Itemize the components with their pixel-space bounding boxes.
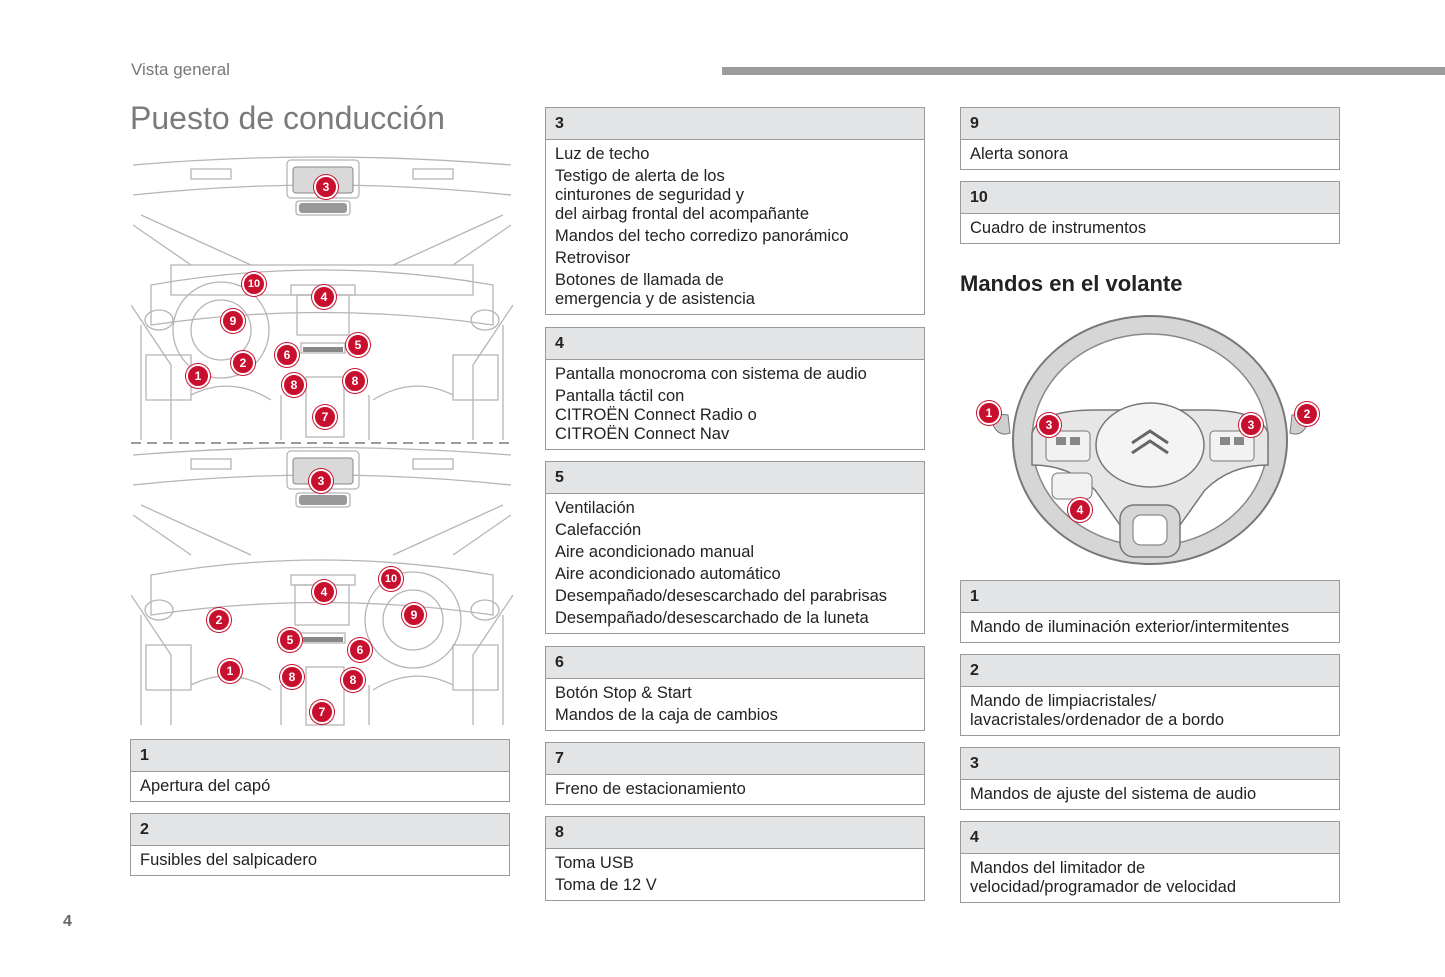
section-heading: Mandos en el volante bbox=[960, 271, 1183, 296]
marker-3: 3 bbox=[314, 175, 338, 199]
legend-box-number: 2 bbox=[961, 655, 1339, 687]
legend-box-5: 5 Ventilación Calefacción Aire acondicio… bbox=[545, 461, 925, 634]
marker-1: 1 bbox=[218, 659, 242, 683]
legend-box-3: 3 Luz de techo Testigo de alerta de los … bbox=[545, 107, 925, 315]
section-label: Vista general bbox=[131, 60, 230, 79]
legend-item: Luz de techo bbox=[555, 145, 650, 163]
legend-item: Mandos del techo corredizo panorámico bbox=[555, 227, 849, 245]
legend-box-1: 1 Apertura del capó bbox=[130, 739, 510, 802]
legend-item: Botones de llamada de emergencia y de as… bbox=[555, 271, 755, 308]
legend-item: Mandos de ajuste del sistema de audio bbox=[970, 785, 1257, 803]
marker-5: 5 bbox=[346, 333, 370, 357]
wheel-marker-2: 2 bbox=[1295, 402, 1319, 426]
page-number: 4 bbox=[63, 913, 72, 930]
header-bar bbox=[722, 67, 1445, 75]
legend-item: Pantalla monocroma con sistema de audio bbox=[555, 365, 867, 383]
marker-1: 1 bbox=[186, 364, 210, 388]
legend-box-8: 8 Toma USB Toma de 12 V bbox=[545, 816, 925, 901]
wheel-legend-box-1: 1 Mando de iluminación exterior/intermit… bbox=[960, 580, 1340, 643]
marker-9: 9 bbox=[221, 309, 245, 333]
legend-item: Toma de 12 V bbox=[555, 876, 657, 894]
marker-10: 10 bbox=[242, 272, 266, 296]
legend-item: Mandos de la caja de cambios bbox=[555, 706, 778, 724]
legend-box-2: 2 Fusibles del salpicadero bbox=[130, 813, 510, 876]
legend-item: Desempañado/desescarchado del parabrisas bbox=[555, 587, 888, 605]
marker-2: 2 bbox=[231, 351, 255, 375]
legend-box-number: 10 bbox=[961, 182, 1339, 214]
wheel-marker-3-right: 3 bbox=[1239, 413, 1263, 437]
legend-item: Pantalla táctil con CITROËN Connect Radi… bbox=[555, 387, 757, 443]
page-title: Puesto de conducción bbox=[130, 100, 445, 136]
steering-wheel-illustration bbox=[987, 315, 1313, 565]
legend-box-number: 7 bbox=[546, 743, 924, 775]
marker-6: 6 bbox=[275, 343, 299, 367]
legend-item: Apertura del capó bbox=[140, 777, 271, 795]
wheel-marker-4: 4 bbox=[1068, 498, 1092, 522]
marker-9: 9 bbox=[402, 603, 426, 627]
marker-8-right: 8 bbox=[343, 369, 367, 393]
legend-item: Aire acondicionado automático bbox=[555, 565, 781, 583]
marker-4: 4 bbox=[312, 580, 336, 604]
legend-box-7: 7 Freno de estacionamiento bbox=[545, 742, 925, 805]
legend-item: Mando de iluminación exterior/intermiten… bbox=[970, 618, 1290, 636]
legend-item: Toma USB bbox=[555, 854, 634, 872]
marker-6: 6 bbox=[348, 638, 372, 662]
marker-3: 3 bbox=[309, 469, 333, 493]
wheel-legend-box-2: 2 Mando de limpiacristales/ lavacristale… bbox=[960, 654, 1340, 736]
legend-box-number: 4 bbox=[961, 822, 1339, 854]
marker-8-left: 8 bbox=[280, 665, 304, 689]
legend-box-10: 10 Cuadro de instrumentos bbox=[960, 181, 1340, 244]
legend-box-number: 6 bbox=[546, 647, 924, 679]
legend-box-number: 2 bbox=[131, 814, 509, 846]
marker-10: 10 bbox=[379, 567, 403, 591]
legend-item: Ventilación bbox=[555, 499, 635, 517]
legend-box-number: 3 bbox=[961, 748, 1339, 780]
legend-box-number: 1 bbox=[961, 581, 1339, 613]
legend-item: Mandos del limitador de velocidad/progra… bbox=[970, 859, 1236, 896]
legend-item: Cuadro de instrumentos bbox=[970, 219, 1147, 237]
marker-8-right: 8 bbox=[341, 668, 365, 692]
legend-box-number: 5 bbox=[546, 462, 924, 494]
legend-box-number: 4 bbox=[546, 328, 924, 360]
wheel-marker-3-left: 3 bbox=[1037, 413, 1061, 437]
legend-item: Retrovisor bbox=[555, 249, 631, 267]
legend-item: Testigo de alerta de los cinturones de s… bbox=[555, 167, 810, 223]
legend-box-9: 9 Alerta sonora bbox=[960, 107, 1340, 170]
legend-box-number: 8 bbox=[546, 817, 924, 849]
legend-item: Fusibles del salpicadero bbox=[140, 851, 318, 869]
marker-7: 7 bbox=[313, 405, 337, 429]
marker-4: 4 bbox=[312, 285, 336, 309]
marker-8-left: 8 bbox=[282, 373, 306, 397]
legend-box-6: 6 Botón Stop & Start Mandos de la caja d… bbox=[545, 646, 925, 731]
marker-5: 5 bbox=[278, 628, 302, 652]
marker-2: 2 bbox=[207, 608, 231, 632]
marker-7: 7 bbox=[310, 700, 334, 724]
legend-item: Aire acondicionado manual bbox=[555, 543, 755, 561]
legend-item: Calefacción bbox=[555, 521, 642, 539]
dashboard-illustration bbox=[131, 156, 513, 726]
wheel-legend-box-3: 3 Mandos de ajuste del sistema de audio bbox=[960, 747, 1340, 810]
legend-box-number: 1 bbox=[131, 740, 509, 772]
legend-item: Mando de limpiacristales/ lavacristales/… bbox=[970, 692, 1225, 729]
legend-item: Botón Stop & Start bbox=[555, 684, 692, 702]
legend-box-number: 9 bbox=[961, 108, 1339, 140]
wheel-marker-1: 1 bbox=[977, 401, 1001, 425]
legend-box-4: 4 Pantalla monocroma con sistema de audi… bbox=[545, 327, 925, 450]
legend-item: Desempañado/desescarchado de la luneta bbox=[555, 609, 869, 627]
legend-item: Freno de estacionamiento bbox=[555, 780, 746, 798]
legend-box-number: 3 bbox=[546, 108, 924, 140]
wheel-legend-box-4: 4 Mandos del limitador de velocidad/prog… bbox=[960, 821, 1340, 903]
legend-item: Alerta sonora bbox=[970, 145, 1069, 163]
